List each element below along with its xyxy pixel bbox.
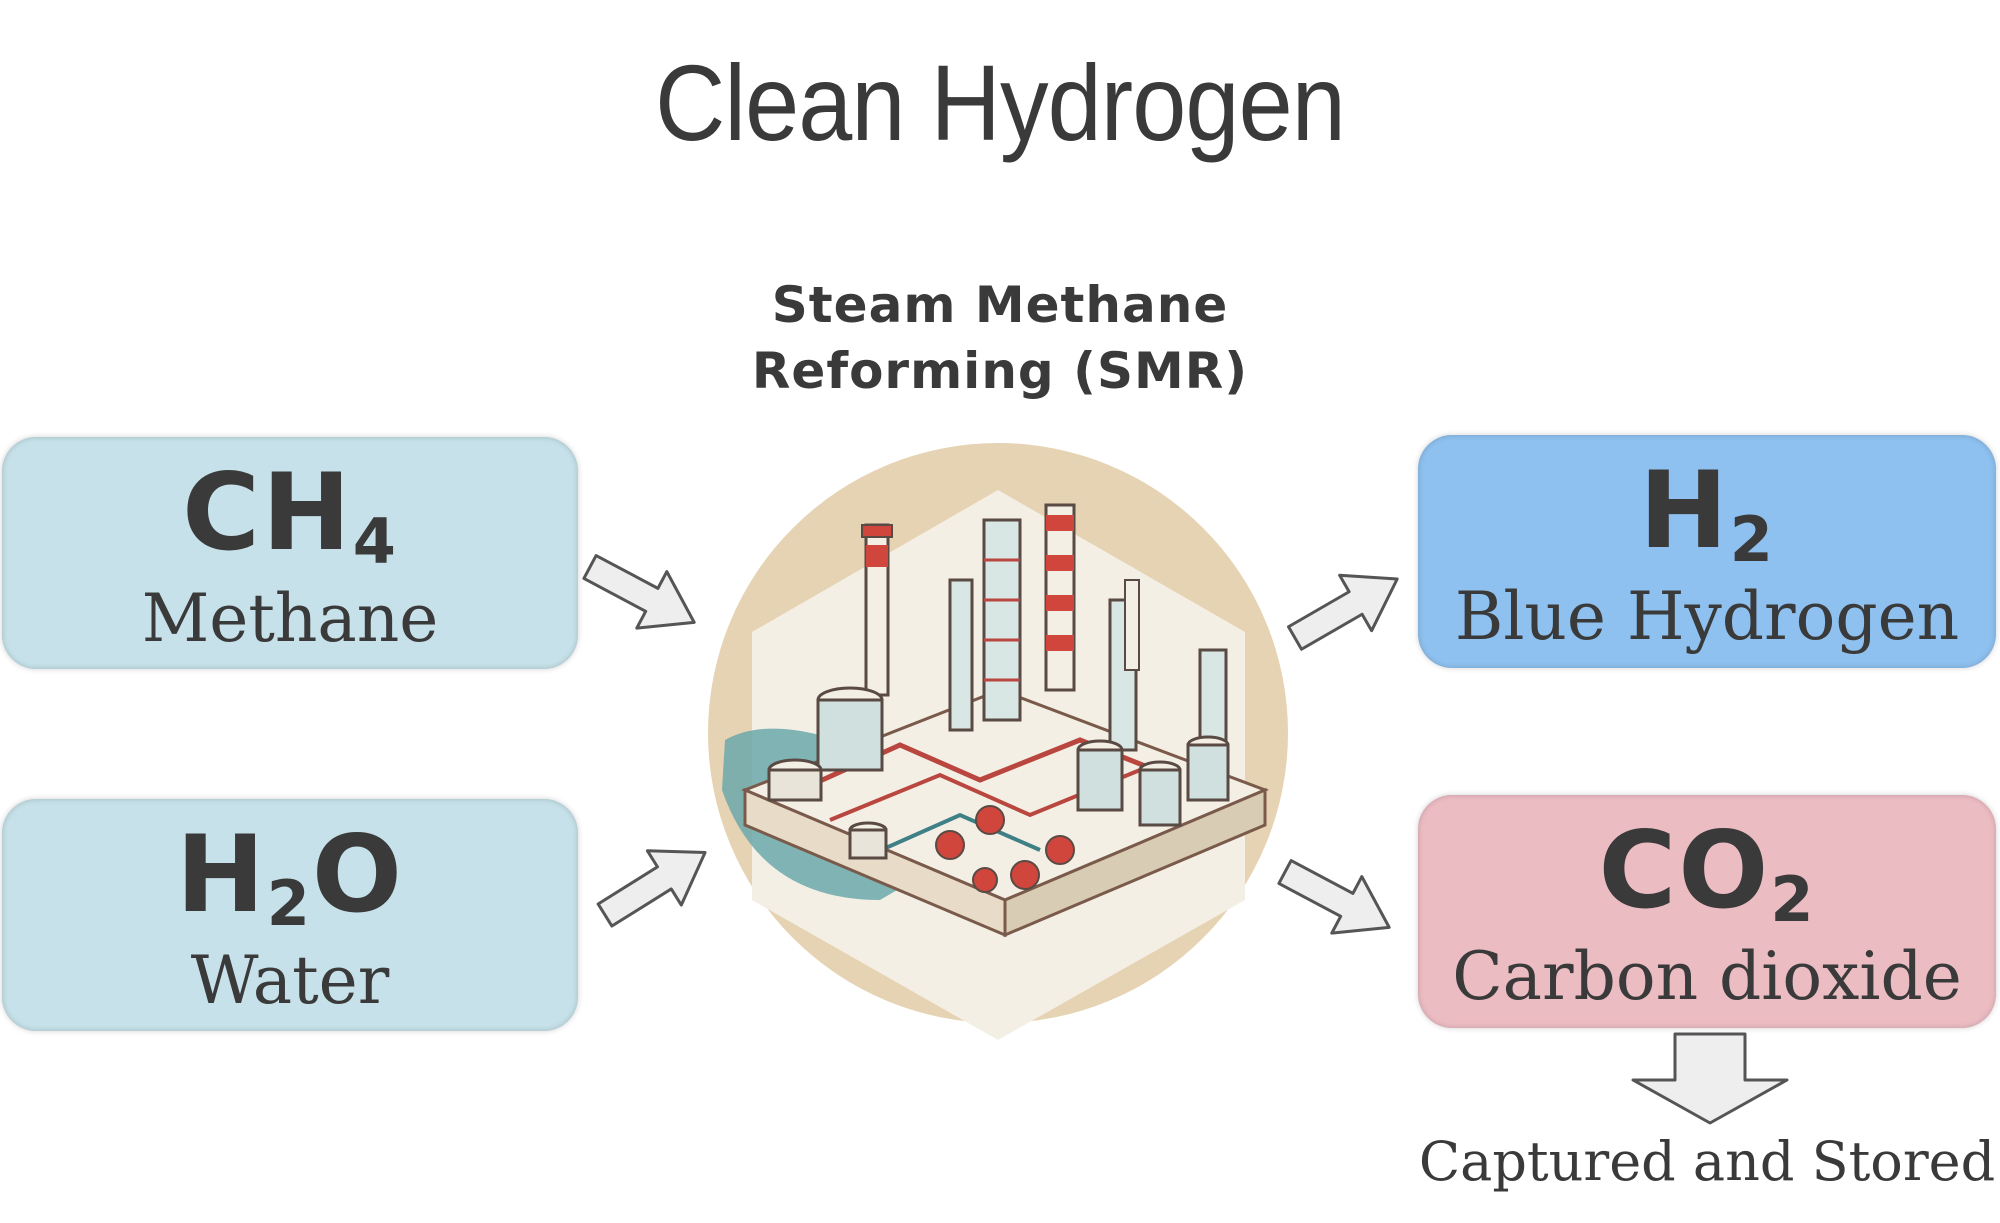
smr-plant-illustration bbox=[708, 443, 1288, 1040]
formula-water: H2O bbox=[176, 813, 404, 941]
formula-hydrogen: H2 bbox=[1639, 449, 1775, 577]
output-box-hydrogen: H2 Blue Hydrogen bbox=[1418, 435, 1996, 668]
name-methane: Methane bbox=[141, 580, 439, 657]
page-title: Clean Hydrogen bbox=[655, 42, 1346, 163]
name-water: Water bbox=[190, 942, 390, 1019]
co2-fate-caption: Captured and Stored bbox=[1418, 1130, 1996, 1193]
process-label: Steam Methane Reforming (SMR) bbox=[700, 272, 1300, 404]
output-box-co2: CO2 Carbon dioxide bbox=[1418, 795, 1996, 1028]
process-label-line2: Reforming (SMR) bbox=[751, 342, 1249, 400]
arrow-right-icon bbox=[596, 849, 707, 928]
formula-methane: CH4 bbox=[182, 451, 398, 579]
arrow-right-icon bbox=[582, 554, 696, 630]
name-hydrogen: Blue Hydrogen bbox=[1454, 578, 1960, 655]
arrow-right-icon bbox=[1287, 573, 1399, 651]
arrow-down-icon bbox=[1631, 1032, 1789, 1125]
process-label-line1: Steam Methane bbox=[771, 276, 1229, 334]
input-box-methane: CH4 Methane bbox=[2, 437, 578, 669]
name-co2: Carbon dioxide bbox=[1452, 938, 1962, 1015]
arrow-right-icon bbox=[1277, 859, 1391, 935]
formula-co2: CO2 bbox=[1598, 809, 1816, 937]
input-box-water: H2O Water bbox=[2, 799, 578, 1031]
